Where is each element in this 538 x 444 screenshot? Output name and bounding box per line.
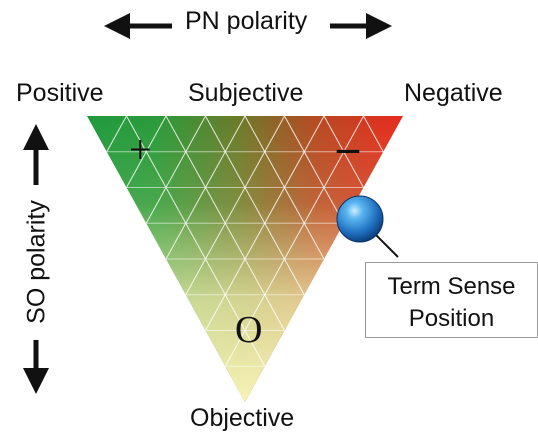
grid-line — [185, 116, 285, 295]
term-sense-marker — [336, 195, 384, 243]
pn-polarity-label: PN polarity — [185, 7, 308, 35]
grid-line — [284, 116, 345, 224]
polarity-triangle — [87, 116, 403, 402]
grid-line — [106, 116, 127, 152]
grid-line — [165, 116, 246, 260]
objective-label: Objective — [190, 404, 295, 432]
so-down-arrow — [23, 340, 49, 394]
subjective-label: Subjective — [188, 79, 304, 107]
grid-line — [363, 116, 384, 152]
objective-symbol: O — [235, 309, 263, 351]
plus-symbol: + — [129, 127, 152, 172]
callout-line-2: Position — [408, 305, 495, 332]
term-sense-callout: Term Sense Position — [365, 262, 538, 338]
positive-label: Positive — [16, 79, 104, 107]
pn-right-arrow — [330, 13, 392, 39]
minus-symbol: – — [337, 123, 359, 172]
grid-line — [126, 116, 167, 188]
grid-line — [244, 116, 325, 260]
grid-line — [323, 116, 364, 188]
grid-line — [224, 116, 364, 367]
grid-line — [145, 116, 206, 224]
negative-label: Negative — [404, 79, 503, 107]
so-up-arrow — [23, 124, 49, 185]
so-polarity-label: SO polarity — [22, 200, 51, 324]
callout-line-1: Term Sense — [387, 273, 516, 300]
pn-left-arrow — [104, 13, 172, 39]
grid-line — [126, 116, 266, 367]
triangle-grid — [106, 116, 384, 367]
grid-line — [205, 116, 305, 295]
